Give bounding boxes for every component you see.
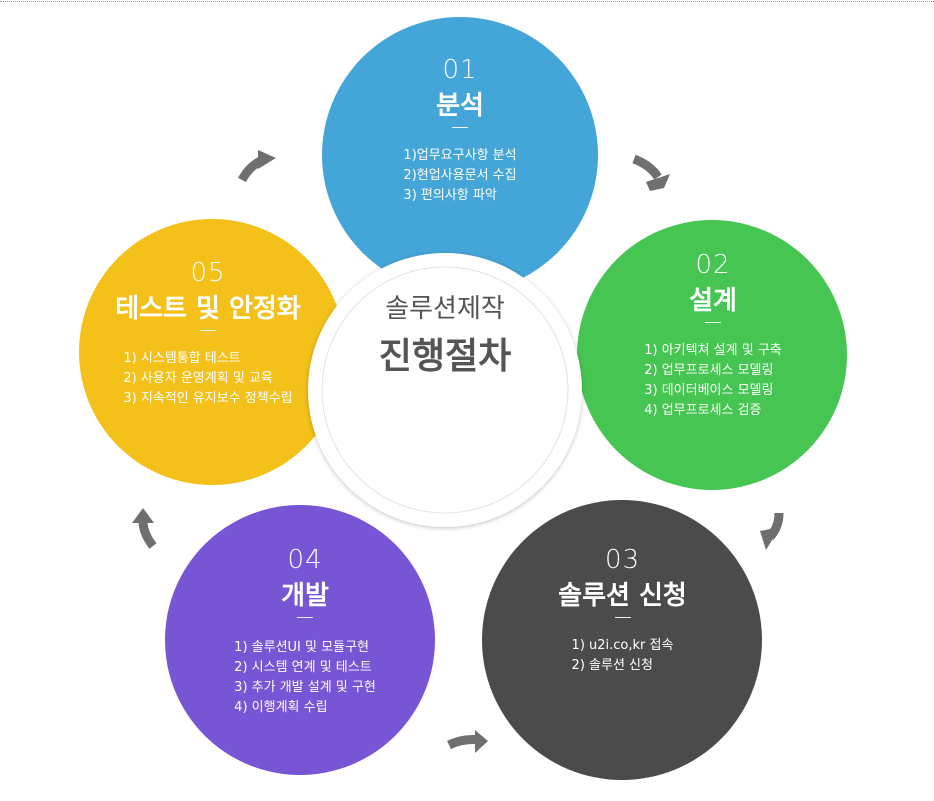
arrowhead-left [475, 730, 488, 753]
list-item: 2) 시스템 연계 및 테스트 [234, 660, 372, 675]
list-item: 1) u2i.co,kr 접속 [571, 638, 674, 653]
step-development: 04 개발 1) 솔루션UI 및 모듈구현 2) 시스템 연계 및 테스트 3)… [210, 545, 400, 718]
arrow-right-curved-icon [632, 154, 662, 180]
step-circle-test [79, 219, 345, 485]
list-item: 1) 솔루션UI 및 모듈구현 [234, 640, 369, 655]
step-circle-analysis [322, 17, 598, 293]
step-number: 03 [604, 545, 641, 575]
title-underline [705, 322, 721, 323]
step-analysis: 01 분석 1)업무요구사항 분석 2)현업사용문서 수집 3) 편의사항 파악 [375, 55, 545, 206]
step-test: 05 테스트 및 안정화 1) 시스템통합 테스트 2) 사용자 운영계획 및 … [98, 258, 318, 409]
list-item: 3) 편의사항 파악 [403, 188, 497, 203]
arrowhead-down [760, 527, 780, 550]
step-request: 03 솔루션 신청 1) u2i.co,kr 접속 2) 솔루션 신청 [530, 545, 715, 676]
step-number: 05 [190, 258, 226, 288]
step-items: 1) 아키텍쳐 설계 및 구축 2) 업무프로세스 모델링 3) 데이터베이스 … [644, 341, 782, 421]
step-number: 04 [287, 545, 323, 575]
step-items: 1) 솔루션UI 및 모듈구현 2) 시스템 연계 및 테스트 3) 추가 개발… [234, 638, 376, 718]
step-items: 1) 시스템통합 테스트 2) 사용자 운영계획 및 교육 3) 지속적인 유지… [123, 349, 292, 409]
list-item: 4) 업무프로세스 검증 [644, 403, 762, 418]
title-underline [297, 617, 313, 618]
list-item: 2)현업사용문서 수집 [403, 168, 517, 183]
center-circle-inner-ring [321, 266, 569, 514]
step-title: 솔루션 신청 [558, 581, 687, 611]
list-item: 3) 데이터베이스 모델링 [644, 383, 774, 398]
top-dotted-divider [0, 1, 934, 2]
arrowhead-up-right [258, 150, 276, 169]
step-title: 설계 [689, 286, 737, 316]
step-number: 02 [695, 250, 731, 280]
list-item: 2) 업무프로세스 모델링 [644, 363, 774, 378]
center-label: 솔루션제작 진행절차 [320, 291, 570, 381]
list-item: 4) 이행계획 수립 [234, 700, 328, 715]
step-circle-design [577, 220, 847, 490]
step-circle-development [165, 505, 435, 775]
step-title: 테스트 및 안정화 [115, 294, 301, 324]
list-item: 3) 추가 개발 설계 및 구현 [234, 680, 376, 695]
step-design: 02 설계 1) 아키텍쳐 설계 및 구축 2) 업무프로세스 모델링 3) 데… [623, 250, 803, 421]
step-items: 1) u2i.co,kr 접속 2) 솔루션 신청 [572, 636, 674, 676]
step-title: 개발 [281, 581, 329, 611]
list-item: 3) 지속적인 유지보수 정책수립 [123, 391, 293, 406]
arrowhead-right [646, 174, 670, 191]
title-underline [452, 127, 468, 128]
list-item: 1) 아키텍쳐 설계 및 구축 [644, 343, 782, 358]
title-underline [614, 617, 631, 618]
center-subtitle: 솔루션제작 [385, 294, 505, 324]
step-circle-request [482, 500, 762, 780]
center-title: 진행절차 [378, 336, 512, 377]
list-item: 2) 사용자 운영계획 및 교육 [123, 371, 273, 386]
title-underline [200, 330, 216, 331]
list-item: 1)업무요구사항 분석 [403, 148, 517, 163]
step-items: 1)업무요구사항 분석 2)현업사용문서 수집 3) 편의사항 파악 [403, 146, 516, 206]
step-title: 분석 [436, 91, 484, 121]
list-item: 1) 시스템통합 테스트 [123, 351, 241, 366]
list-item: 2) 솔루션 신청 [571, 658, 653, 673]
step-number: 01 [442, 55, 478, 85]
arrowhead-up [132, 508, 154, 523]
